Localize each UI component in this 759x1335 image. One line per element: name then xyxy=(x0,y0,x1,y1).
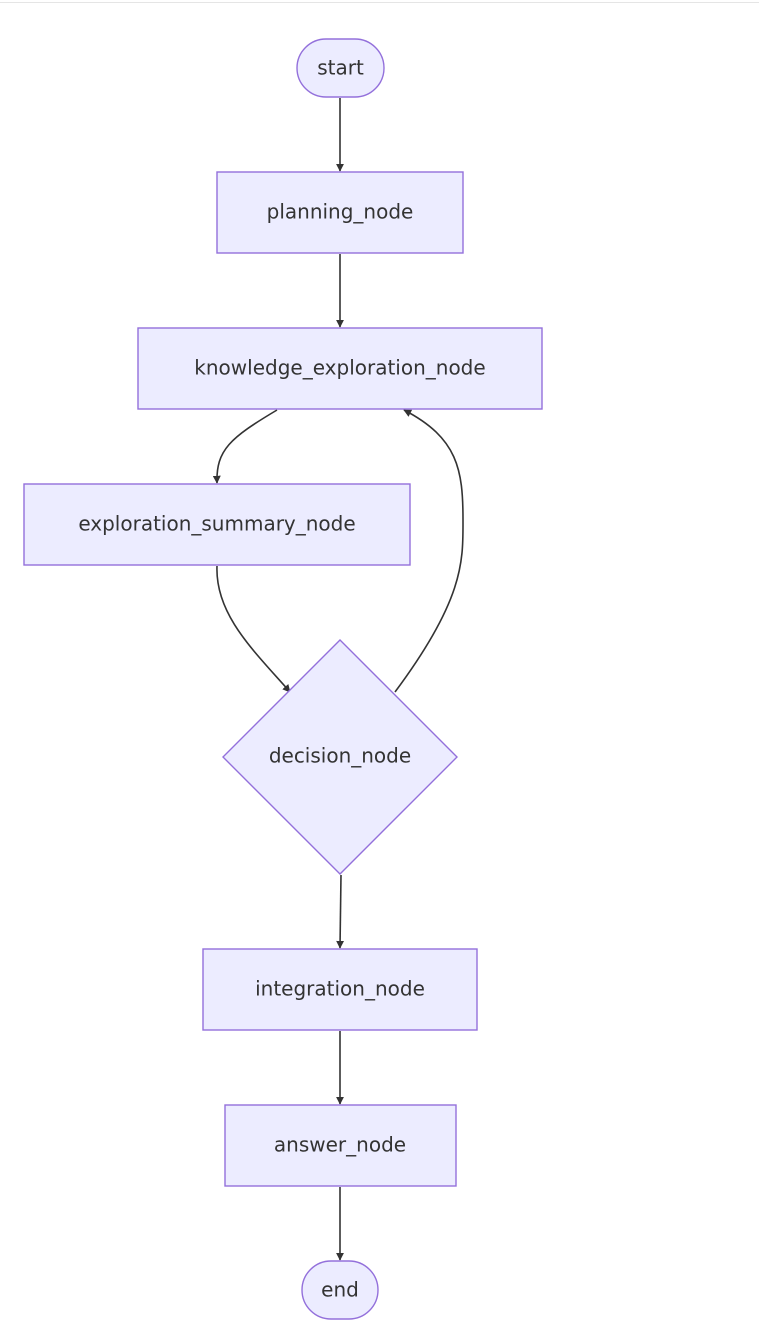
node-integration[interactable]: integration_node xyxy=(202,948,478,1031)
node-start[interactable]: start xyxy=(296,38,385,98)
edge-exploration-summary-decision xyxy=(216,565,291,693)
node-knowledge-exploration-shape xyxy=(137,327,543,410)
node-planning[interactable]: planning_node xyxy=(216,171,464,254)
edge-knowledge-exploration-exploration-summary xyxy=(212,409,278,484)
node-answer[interactable]: answer_node xyxy=(224,1104,457,1187)
node-decision-label: decision_node xyxy=(269,744,411,768)
node-decision[interactable]: decision_node xyxy=(222,639,458,875)
node-integration-label: integration_node xyxy=(255,977,425,1001)
node-planning-label: planning_node xyxy=(267,200,414,224)
node-end-shape xyxy=(301,1260,379,1320)
edges xyxy=(212,98,464,1261)
top-divider xyxy=(0,2,759,3)
node-exploration-summary[interactable]: exploration_summary_node xyxy=(23,483,411,566)
node-knowledge-exploration-label: knowledge_exploration_node xyxy=(194,356,485,380)
node-decision-shape xyxy=(222,639,458,875)
node-start-label: start xyxy=(317,56,364,80)
node-planning-shape xyxy=(216,171,464,254)
node-end[interactable]: end xyxy=(301,1260,379,1320)
node-exploration-summary-label: exploration_summary_node xyxy=(78,512,355,536)
node-end-label: end xyxy=(321,1278,359,1302)
edge-decision-integration xyxy=(336,874,345,949)
node-integration-shape xyxy=(202,948,478,1031)
node-answer-shape xyxy=(224,1104,457,1187)
node-start-shape xyxy=(296,38,385,98)
node-answer-label: answer_node xyxy=(274,1133,406,1157)
node-knowledge-exploration[interactable]: knowledge_exploration_node xyxy=(137,327,543,410)
node-exploration-summary-shape xyxy=(23,483,411,566)
edge-decision-knowledge-exploration xyxy=(394,409,464,693)
